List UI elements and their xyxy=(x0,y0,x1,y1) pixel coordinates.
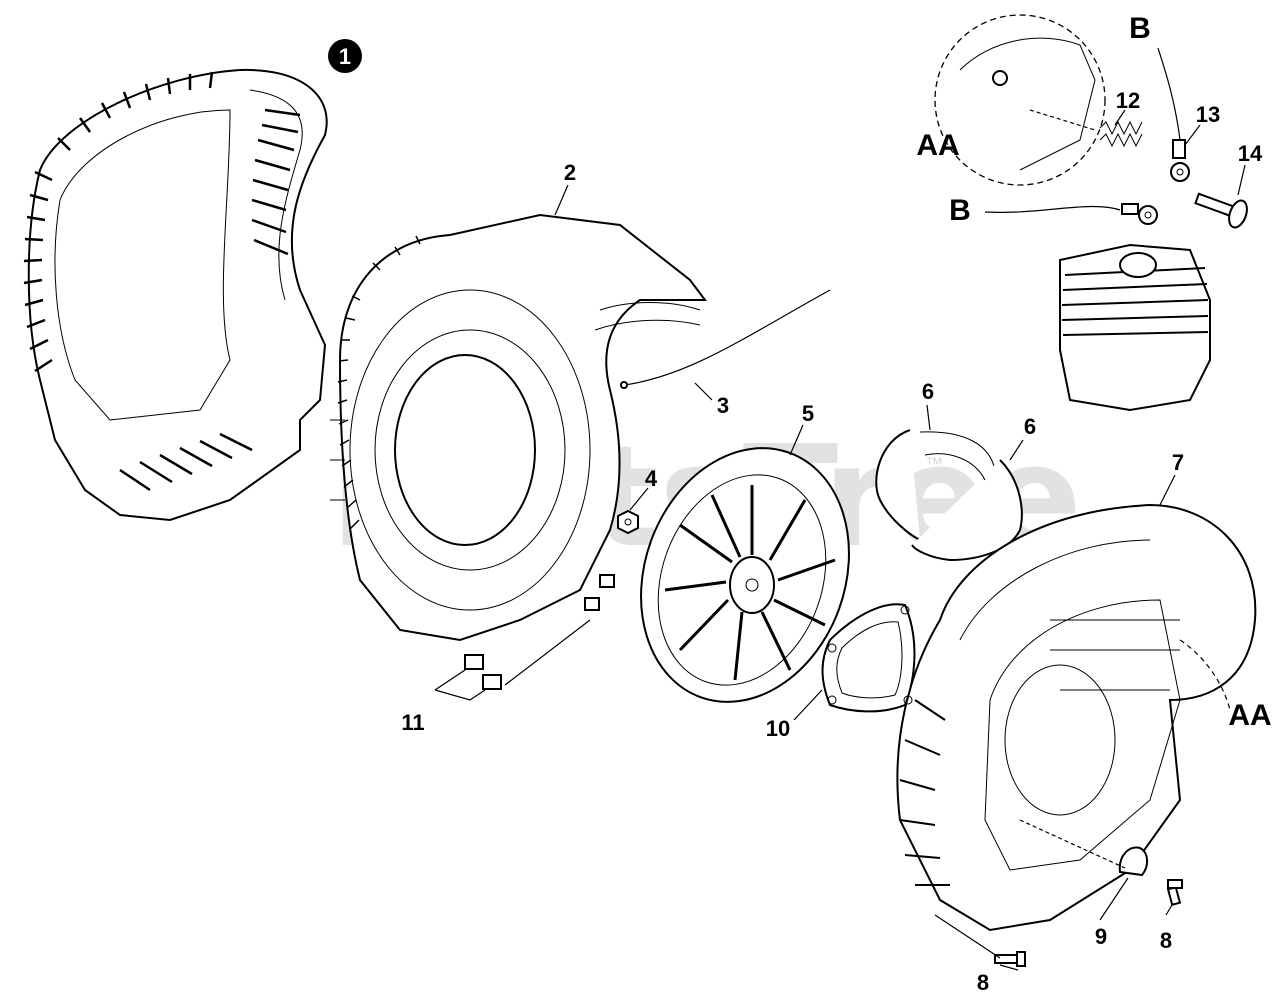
callout-6a-label: 6 xyxy=(922,379,934,404)
part-11-dampers xyxy=(434,574,615,701)
part-7-front-cover xyxy=(896,503,1257,932)
callout-9-label: 9 xyxy=(1095,924,1107,949)
callout-6b-label: 6 xyxy=(1024,414,1036,439)
part-6-rings xyxy=(875,429,1023,562)
engine-cylinder-reference xyxy=(1059,243,1211,412)
detail-b-label-top: B xyxy=(1129,12,1151,45)
part-12-spring xyxy=(1099,120,1143,148)
callout-11-label: 11 xyxy=(401,710,424,735)
part-9-clip xyxy=(1019,819,1148,877)
callout-1-badge xyxy=(328,39,362,73)
callout-8b-label: 8 xyxy=(1160,928,1172,953)
callout-8a-label: 8 xyxy=(977,970,989,995)
detail-aa-circle xyxy=(934,14,1106,186)
callout-14-label: 14 xyxy=(1238,141,1263,166)
part-2-fan-case xyxy=(330,213,707,642)
callout-2-label: 2 xyxy=(564,160,576,185)
callout-4-label: 4 xyxy=(645,466,658,491)
part-8-screw-right xyxy=(1166,879,1183,906)
part-5-impeller xyxy=(640,447,850,703)
callout-1: 1 xyxy=(328,39,362,73)
aa-leader xyxy=(1179,639,1231,711)
callout-7-label: 7 xyxy=(1172,450,1184,475)
callout-1-label: 1 xyxy=(339,44,351,69)
part-13-ring-terminal xyxy=(1157,47,1190,182)
detail-aa-label-top: AA xyxy=(916,129,959,162)
part-8-screw-lower xyxy=(934,914,1026,967)
part-4-nut xyxy=(617,509,639,535)
part-14-screw xyxy=(1194,192,1248,229)
part-1-rear-housing xyxy=(23,68,328,522)
detail-b-label-left: B xyxy=(949,194,971,227)
callout-10-label: 10 xyxy=(766,716,790,741)
callout-13-label: 13 xyxy=(1196,102,1220,127)
leader-lines xyxy=(554,109,1246,971)
watermark-tm: ™ xyxy=(925,454,943,474)
detail-aa-label-right: AA xyxy=(1228,699,1271,732)
callout-3-label: 3 xyxy=(717,393,729,418)
callout-5-label: 5 xyxy=(802,401,814,426)
callout-12-label: 12 xyxy=(1116,88,1140,113)
part-3-wire xyxy=(620,289,831,389)
wire-b-lower xyxy=(984,203,1158,225)
part-10-gasket xyxy=(821,603,916,713)
